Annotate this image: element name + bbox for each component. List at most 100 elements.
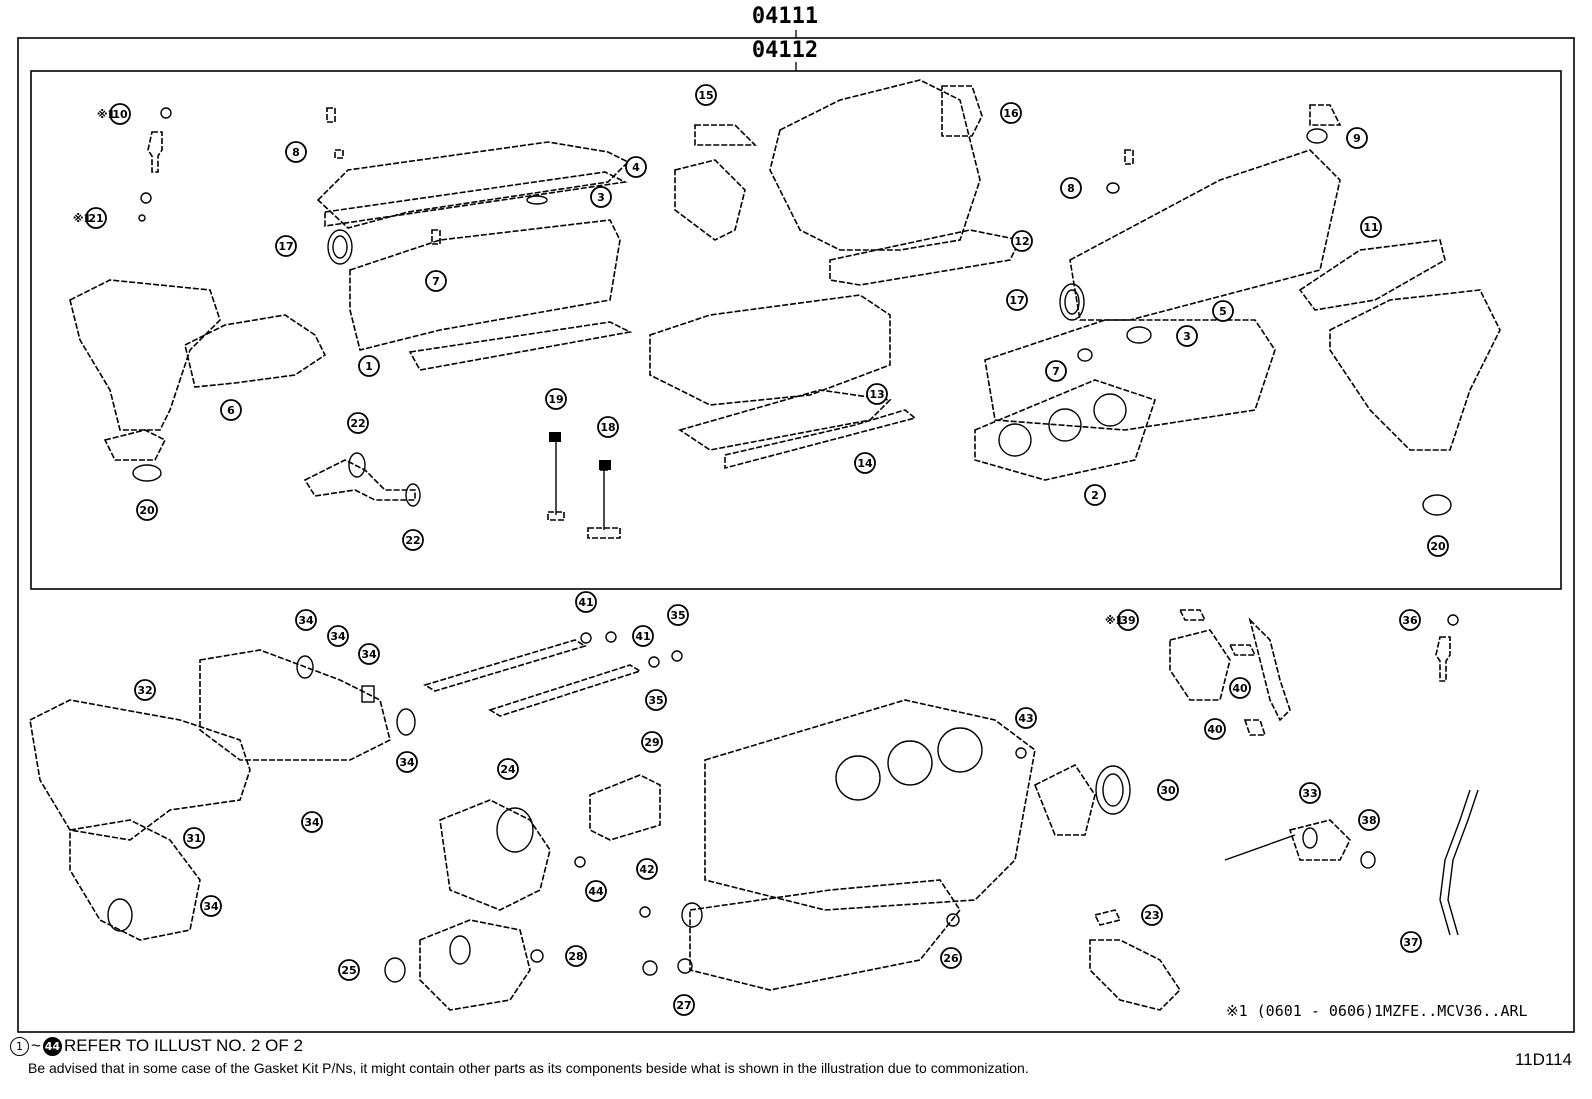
head-gasket: [974, 379, 1157, 481]
callout-11: 11: [1360, 216, 1382, 238]
callout-number: 31: [186, 832, 201, 845]
callout-12: 12: [1011, 230, 1033, 252]
callout-17: 17: [1006, 289, 1028, 311]
callout-circle: [200, 895, 222, 917]
callout-7: 7: [1045, 360, 1067, 382]
callout-circle: [1141, 904, 1163, 926]
small-seals-lower: [384, 631, 1027, 983]
callout-32: 32: [134, 679, 156, 701]
kit-outer-frame: [17, 37, 1575, 1033]
callout-circle: [1229, 677, 1251, 699]
callout-14: 14: [854, 452, 876, 474]
callout-circle: [1299, 782, 1321, 804]
callout-circle: [1399, 609, 1421, 631]
callout-number: 17: [1009, 294, 1024, 307]
kit-number-outer: 04111: [751, 4, 819, 29]
callout-circle: [636, 858, 658, 880]
callout-number: 26: [943, 952, 959, 965]
callout-circle: [327, 625, 349, 647]
callout-number: 34: [298, 614, 314, 627]
callout-40: 40: [1229, 677, 1251, 699]
callout-circle: [85, 207, 107, 229]
callout-circle: [295, 609, 317, 631]
callout-6: 6: [220, 399, 242, 421]
callout-21: 21※1: [73, 207, 107, 229]
callout-number: 15: [698, 89, 713, 102]
callout-number: 25: [341, 964, 356, 977]
oil-strainer: [1089, 909, 1182, 1011]
callout-34: 34: [327, 625, 349, 647]
callout-number: 28: [568, 950, 583, 963]
callout-circle: [632, 625, 654, 647]
callout-circle: [285, 141, 307, 163]
callout-number: 10: [112, 108, 128, 121]
callout-circle: [1358, 809, 1380, 831]
applicability-note: ※1 (0601 - 0606)1MZFE..MCV36..ARL: [1226, 1002, 1528, 1020]
callout-number: 12: [1014, 235, 1029, 248]
refer-note: 1 ~ 44 REFER TO ILLUST NO. 2 OF 2: [10, 1036, 303, 1056]
callout-prefix: ※1: [73, 212, 91, 225]
callout-number: 5: [1219, 305, 1227, 318]
callout-41: 41: [575, 591, 597, 613]
callout-number: 13: [869, 388, 884, 401]
injector-left: [138, 107, 172, 222]
callout-24: 24: [497, 758, 519, 780]
intake-manifold: [769, 79, 1022, 286]
callout-circle: [667, 604, 689, 626]
callout-circle: [220, 399, 242, 421]
callout-number: 34: [304, 816, 320, 829]
callout-37: 37: [1400, 931, 1422, 953]
timing-cover-lower: [69, 819, 201, 941]
callout-number: 44: [588, 885, 604, 898]
callout-circle: [1157, 779, 1179, 801]
callout-23: 23: [1141, 904, 1163, 926]
thermostat-housing: [589, 774, 661, 841]
callout-35: 35: [667, 604, 689, 626]
water-inlet: [1224, 819, 1376, 869]
callout-circle: [575, 591, 597, 613]
water-pump: [439, 799, 551, 911]
callout-circle: [1400, 931, 1422, 953]
callout-31: 31: [183, 827, 205, 849]
callout-number: 17: [278, 240, 293, 253]
callout-circle: [1176, 325, 1198, 347]
callout-number: 34: [399, 756, 415, 769]
callout-circle: [1045, 360, 1067, 382]
callout-number: 4: [632, 161, 640, 174]
callout-number: 41: [635, 630, 650, 643]
kit-number-inner: 04112: [751, 38, 819, 63]
callout-2: 2: [1084, 484, 1106, 506]
callout-number: 32: [137, 684, 152, 697]
callout-13: 13: [866, 383, 888, 405]
callout-number: 22: [350, 417, 365, 430]
callout-number: 30: [1160, 784, 1176, 797]
callout-circle: [347, 412, 369, 434]
callout-circle: [497, 758, 519, 780]
kit-inner-frame: [30, 70, 1562, 590]
callout-34: 34: [358, 643, 380, 665]
callout-number: 34: [330, 630, 346, 643]
callout-17: 17: [275, 235, 297, 257]
callout-circle: [402, 529, 424, 551]
callout-circle: [1060, 177, 1082, 199]
callout-number: 43: [1018, 712, 1033, 725]
callout-circle: [940, 947, 962, 969]
cylinder-block: [681, 699, 1036, 991]
callout-circle: [673, 994, 695, 1016]
callout-number: 6: [227, 404, 235, 417]
callout-number: 19: [548, 393, 563, 406]
callout-circle: [134, 679, 156, 701]
callout-circle: [1084, 484, 1106, 506]
callout-circle: [338, 959, 360, 981]
callout-circle: [358, 643, 380, 665]
callout-number: 11: [1363, 221, 1378, 234]
callout-number: 3: [1183, 330, 1191, 343]
callout-number: 16: [1003, 107, 1019, 120]
callout-number: 35: [648, 694, 663, 707]
callout-circle: [585, 880, 607, 902]
callout-circle: [396, 751, 418, 773]
callout-1: 1: [358, 355, 380, 377]
callout-number: 20: [1430, 540, 1446, 553]
egr-valve-right: [1169, 609, 1291, 736]
